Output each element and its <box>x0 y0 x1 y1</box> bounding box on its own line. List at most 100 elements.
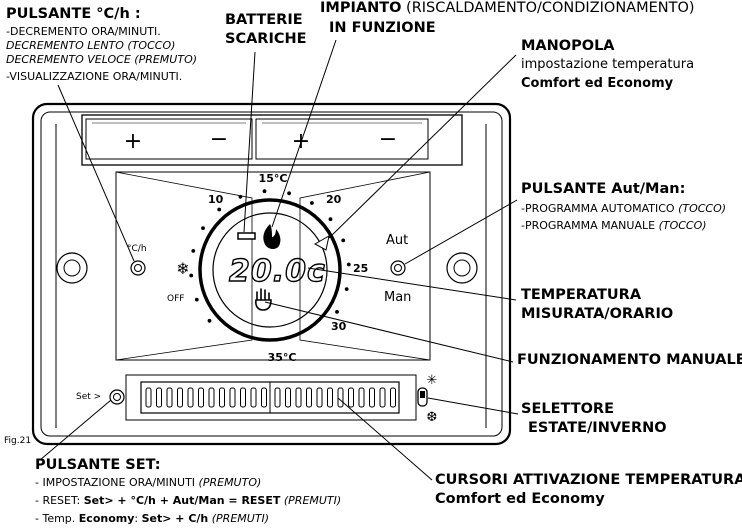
man-label: Man <box>384 290 411 305</box>
cursor-slot[interactable] <box>198 387 204 408</box>
winter-snowflake-icon-2: ❆ <box>427 410 438 425</box>
battery-left-minus: − <box>210 127 228 152</box>
cursor-slot[interactable] <box>219 387 225 408</box>
pulsante-ch-title: PULSANTE °C/h : <box>6 6 141 22</box>
pulsante-ch-line-1: -DECREMENTO ORA/MINUTI. <box>6 25 161 38</box>
set-line-3-c: : <box>134 512 142 525</box>
cursor-slot[interactable] <box>261 387 267 408</box>
cursor-slot[interactable] <box>145 387 152 408</box>
season-selector-switch[interactable] <box>417 387 428 407</box>
housing-inner <box>40 111 503 437</box>
cursor-slot[interactable] <box>306 387 312 408</box>
cursori-label-2: Comfort ed Economy <box>435 491 605 507</box>
impianto-title: IMPIANTO <box>320 0 402 16</box>
autman-button[interactable] <box>390 260 406 276</box>
cursor-slot[interactable] <box>240 387 246 408</box>
autman-line-2-text: -PROGRAMMA MANUALE <box>521 219 659 232</box>
housing-outer <box>31 102 512 446</box>
dial-dot <box>287 191 291 196</box>
batterie-label-1: BATTERIE <box>225 12 303 28</box>
ch-button[interactable] <box>130 260 146 276</box>
set-line-2-note: (PREMUTI) <box>280 494 342 507</box>
battery-right-minus: − <box>379 127 397 152</box>
cursor-slot[interactable] <box>295 387 302 408</box>
dial-label-off: OFF <box>167 294 184 304</box>
set-line-3-combo: Set> + C/h <box>141 512 209 525</box>
aut-label: Aut <box>386 233 408 248</box>
cursor-slot[interactable] <box>348 387 354 408</box>
cursor-slot[interactable] <box>369 387 375 408</box>
pulsante-set-line-3: - Temp. Economy: Set> + C/h (PREMUTI) <box>35 512 269 526</box>
set-button[interactable] <box>109 389 125 405</box>
dial-dot <box>217 207 222 212</box>
dial-label-30: 30 <box>331 320 347 333</box>
cursor-slot[interactable] <box>229 387 236 408</box>
set-line-1-text: - IMPOSTAZIONE ORA/MINUTI <box>35 476 199 489</box>
pulsante-ch-line-2: DECREMENTO LENTO (TOCCO) <box>6 39 176 52</box>
set-line-3-economy: Economy <box>78 512 135 525</box>
autman-line-2-note: (TOCCO) <box>658 219 707 232</box>
flame-icon <box>263 224 281 249</box>
cursor-slot[interactable] <box>379 387 386 408</box>
dial-label-10: 10 <box>208 193 224 206</box>
dial-dot <box>207 318 212 323</box>
manopola-title: MANOPOLA <box>521 38 615 54</box>
selettore-label-1: SELETTORE <box>521 401 615 417</box>
battery-right <box>255 118 429 160</box>
hand-icon <box>255 288 272 311</box>
impianto-subtitle: (RISCALDAMENTO/CONDIZIONAMENTO) <box>406 0 695 16</box>
cursor-slot[interactable] <box>316 387 323 408</box>
pulsante-set-line-2: - RESET: Set> + °C/h + Aut/Man = RESET (… <box>35 494 342 508</box>
cursor-slot[interactable] <box>358 387 365 408</box>
autman-line-1: -PROGRAMMA AUTOMATICO (TOCCO) <box>521 202 726 216</box>
slider-panel <box>125 374 417 421</box>
impianto-line-2: IN FUNZIONE <box>329 20 436 36</box>
dial-dot <box>238 194 243 199</box>
dial-dot <box>201 226 205 231</box>
dial-dot <box>341 238 346 243</box>
dial-scale-dots <box>189 189 351 323</box>
cursor-slots <box>145 387 396 408</box>
dial-dot <box>328 217 333 222</box>
winter-snowflake-icon: ❄ <box>176 259 189 278</box>
cursor-slot[interactable] <box>285 387 291 408</box>
battery-left <box>85 118 253 160</box>
set-line-3-a: - Temp. <box>35 512 79 525</box>
summer-sun-icon: ✳ <box>427 373 438 388</box>
dial-dot <box>344 287 349 291</box>
cursor-slot[interactable] <box>166 387 173 408</box>
dial-dot <box>310 201 314 205</box>
dial-dot <box>335 310 339 314</box>
set-line-2-combo: Set> + °C/h + Aut/Man = RESET <box>83 494 281 507</box>
cursor-slot[interactable] <box>274 387 281 408</box>
impianto-label: IMPIANTO (RISCALDAMENTO/CONDIZIONAMENTO) <box>320 0 695 17</box>
manopola-line-2: Comfort ed Economy <box>521 76 674 91</box>
ch-button-label: °C/h <box>127 244 147 254</box>
temperatura-label-1: TEMPERATURA <box>521 287 642 303</box>
set-line-1-note: (PREMUTO) <box>198 476 262 489</box>
autman-title: PULSANTE Aut/Man: <box>521 181 686 197</box>
cursor-slot[interactable] <box>327 387 333 408</box>
cursor-slot[interactable] <box>177 387 183 408</box>
selettore-label-2: ESTATE/INVERNO <box>528 420 667 436</box>
dial-knob[interactable] <box>198 198 342 342</box>
face-panel-left-bevel <box>115 171 253 361</box>
cursor-slot[interactable] <box>250 387 257 408</box>
dial-label-25: 25 <box>353 262 368 275</box>
dial-display-ring <box>212 212 328 328</box>
cursor-slot[interactable] <box>156 387 162 408</box>
cursor-slot[interactable] <box>208 387 215 408</box>
cursor-slot[interactable] <box>187 387 194 408</box>
cursor-slot[interactable] <box>390 387 396 408</box>
battery-left-plus: + <box>124 129 142 154</box>
dial-label-15: 15°C <box>259 172 288 185</box>
set-line-2-text: - RESET: <box>35 494 84 507</box>
pulsante-ch-line-4: -VISUALIZZAZIONE ORA/MINUTI. <box>6 70 183 83</box>
cursor-slot[interactable] <box>337 387 344 408</box>
screw-hole-left <box>56 252 88 284</box>
battery-low-icon <box>237 232 256 240</box>
batterie-label-2: SCARICHE <box>225 31 307 47</box>
screw-hole-right <box>446 252 478 284</box>
dial-dot <box>194 297 199 302</box>
